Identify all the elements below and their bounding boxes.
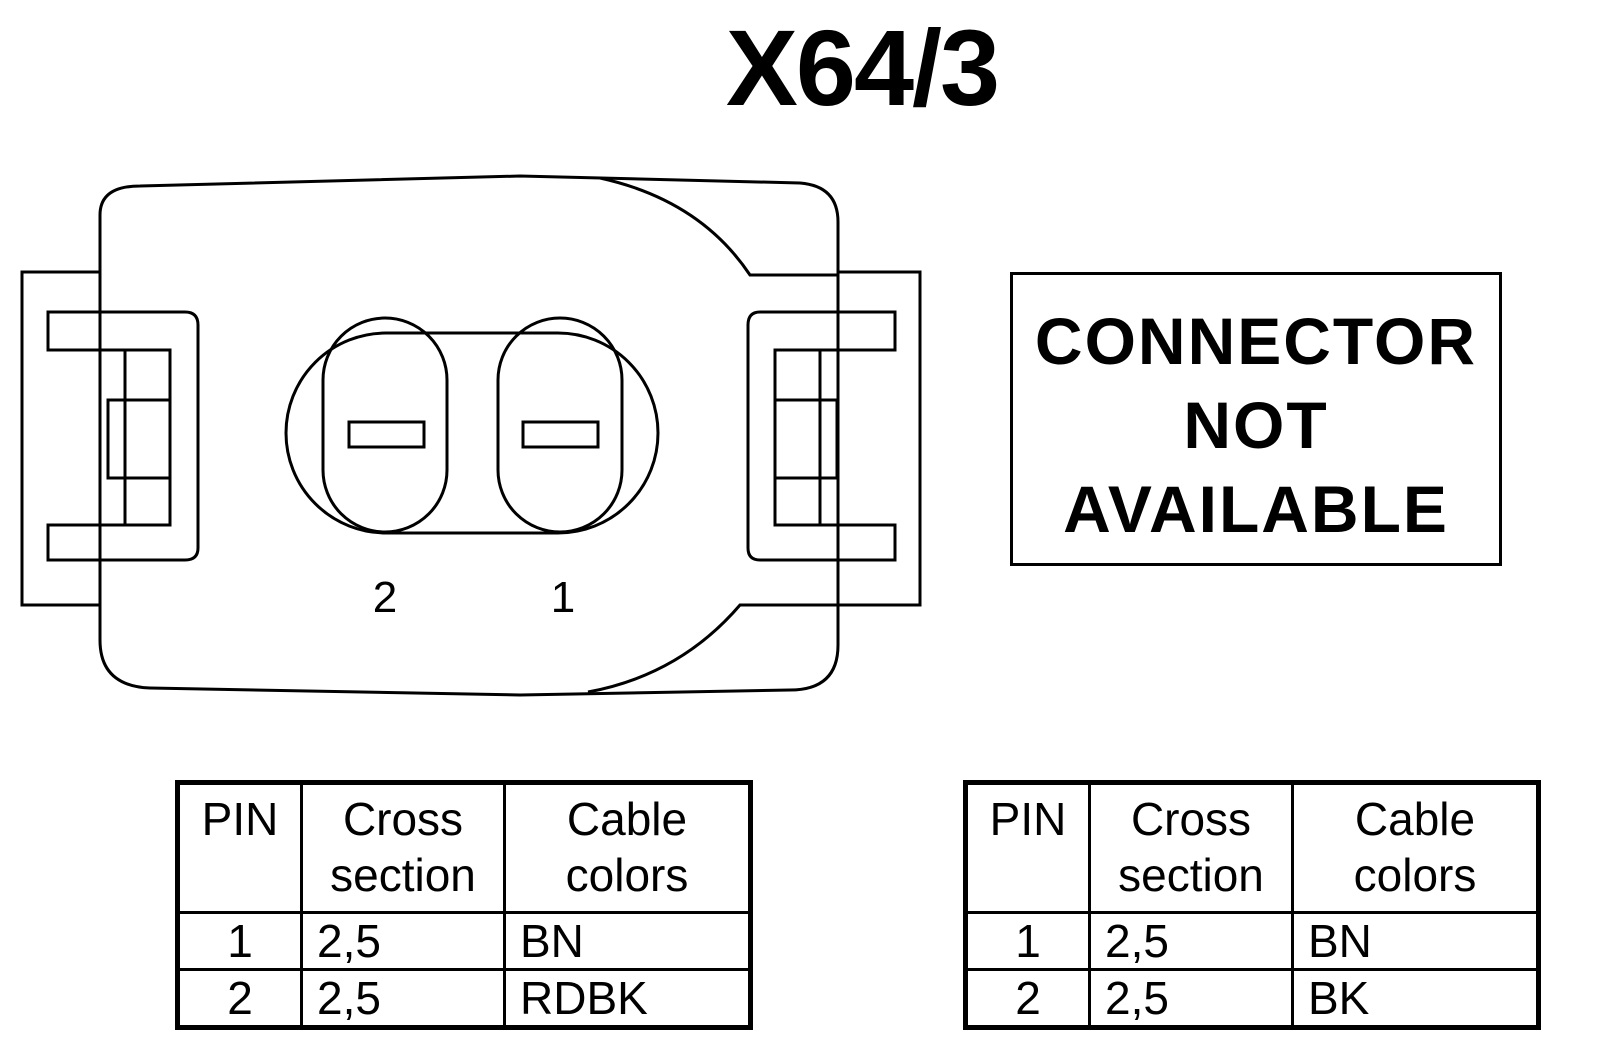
pin-1-terminal xyxy=(521,420,600,449)
cross-section-cell: 2,5 xyxy=(1088,911,1294,971)
cable-color-cell: BN xyxy=(1291,911,1540,971)
pin-label-1: 1 xyxy=(551,573,575,622)
left-latch-frame xyxy=(20,270,100,607)
connector-drawing: 2 1 xyxy=(20,174,922,697)
connector-housing xyxy=(98,174,840,697)
table-row: 1 2,5 BN xyxy=(964,911,1540,971)
header-pin: PIN xyxy=(964,781,1091,914)
cable-color-cell: BK xyxy=(1291,968,1540,1029)
table-row: 2 2,5 RDBK xyxy=(176,968,752,1029)
pin-cell: 2 xyxy=(964,968,1091,1029)
header-pin: PIN xyxy=(176,781,303,914)
pin-2-cavity xyxy=(321,316,449,534)
table-row: 1 2,5 BN xyxy=(176,911,752,971)
table-row: 2 2,5 BK xyxy=(964,968,1540,1029)
notice-line-3: AVAILABLE xyxy=(1063,472,1449,546)
pin-label-2: 2 xyxy=(373,573,397,622)
cross-section-cell: 2,5 xyxy=(300,911,506,971)
cross-section-cell: 2,5 xyxy=(300,968,506,1029)
notice-line-2: NOT xyxy=(1183,388,1329,462)
cross-section-cell: 2,5 xyxy=(1088,968,1294,1029)
pin-cavity xyxy=(284,331,660,535)
connector-not-available-notice: CONNECTOR NOT AVAILABLE xyxy=(1010,272,1502,566)
notice-line-1: CONNECTOR xyxy=(1034,304,1478,378)
pin-cell: 1 xyxy=(964,911,1091,971)
cable-color-cell: RDBK xyxy=(503,968,752,1029)
right-latch xyxy=(746,310,897,562)
pin-1-cavity xyxy=(496,316,624,534)
right-latch-frame xyxy=(838,270,922,607)
pin-cell: 1 xyxy=(176,911,303,971)
housing-chamfer-top xyxy=(599,176,838,277)
housing-chamfer-bottom xyxy=(587,603,838,694)
connector-title: X64/3 xyxy=(725,7,1000,128)
cable-color-cell: BN xyxy=(503,911,752,971)
pin-2-terminal xyxy=(347,420,426,449)
left-latch xyxy=(46,310,200,562)
pin-cell: 2 xyxy=(176,968,303,1029)
